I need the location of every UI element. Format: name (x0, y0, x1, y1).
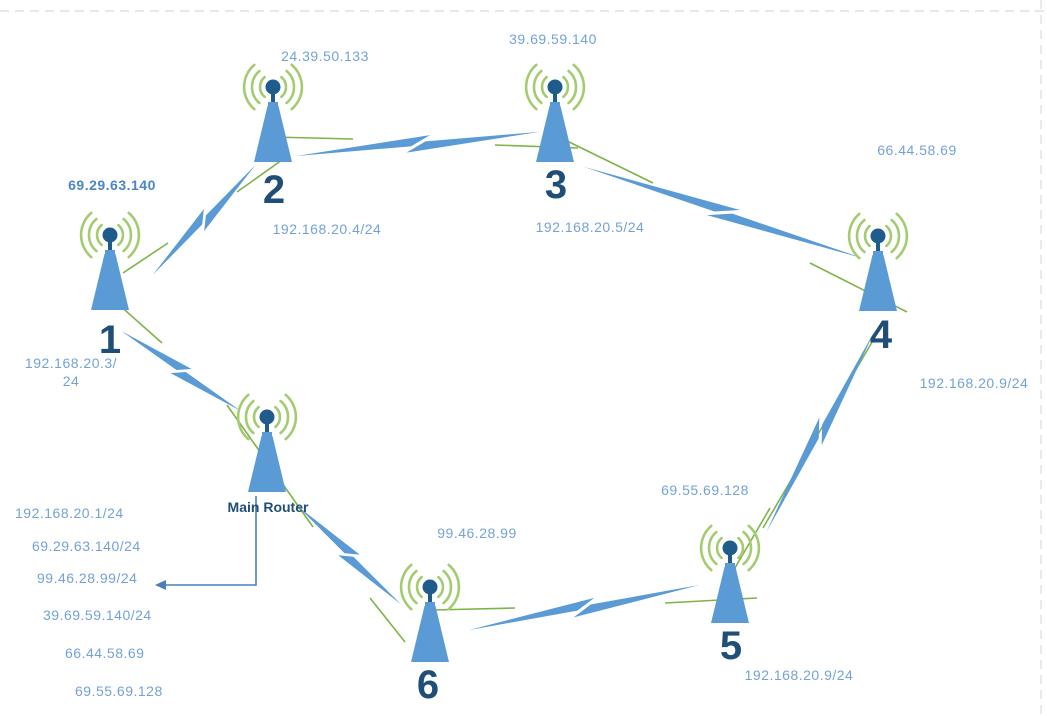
link-node3-node4-lightning-bolt-icon (582, 155, 865, 270)
node-2-public-ip-label: 24.39.50.133 (281, 48, 369, 64)
node-6-number-label: 6 (416, 663, 440, 707)
node-5-radio-antenna-icon (699, 524, 761, 625)
node-4-number-label: 4 (869, 313, 893, 357)
ip-list-item: 192.168.20.1/24 (15, 505, 124, 521)
signal-beam-lines (116, 136, 908, 643)
signal-beam-line (122, 242, 169, 274)
ip-list-item: 69.29.63.140/24 (32, 538, 141, 554)
signal-beam-line (562, 138, 654, 184)
node-1-radio-antenna-icon (79, 211, 141, 312)
node-6-radio-antenna-icon (399, 563, 461, 664)
link-node2-node3-lightning-bolt-icon (295, 127, 541, 160)
node-4-subnet-label: 192.168.20.9/24 (919, 375, 1029, 391)
left-arrow-icon (155, 580, 166, 590)
node-2-number-label: 2 (262, 168, 286, 212)
ip-list-item: 66.44.58.69 (65, 645, 145, 661)
node-3-number-label: 3 (544, 163, 568, 207)
node-1-number-label: 1 (98, 318, 122, 362)
link-node6-mainrouter-lightning-bolt-icon (294, 497, 404, 613)
ip-list-item: 39.69.59.140/24 (43, 607, 152, 623)
node-5-public-ip-label: 69.55.69.128 (661, 482, 749, 498)
link-node1-mainrouter-lightning-bolt-icon (119, 321, 244, 421)
node-3-public-ip-label: 39.69.59.140 (509, 31, 597, 47)
antenna-nodes (79, 63, 909, 664)
node-1-public-ip-label: 69.29.63.140 (68, 177, 156, 193)
node-5-subnet-label: 192.168.20.9/24 (744, 667, 854, 683)
signal-beam-line (369, 597, 406, 643)
node-4-radio-antenna-icon (847, 212, 909, 313)
node-3-subnet-label: 192.168.20.5/24 (535, 219, 645, 235)
node-2-subnet-label: 192.168.20.4/24 (272, 221, 382, 237)
main-router-radio-antenna-icon (236, 393, 298, 494)
ip-list-item: 69.55.69.128 (75, 683, 163, 699)
ip-list-item: 99.46.28.99/24 (37, 570, 138, 586)
node-5-number-label: 5 (719, 624, 743, 668)
node-6-public-ip-label: 99.46.28.99 (437, 525, 517, 541)
signal-beam-line (236, 159, 283, 193)
node-1-subnet-label: 192.168.20.3/24 (24, 355, 118, 389)
link-node1-node2-lightning-bolt-icon (144, 162, 264, 278)
wireless-links (119, 127, 885, 635)
node-2-radio-antenna-icon (242, 63, 304, 164)
node-4-public-ip-label: 66.44.58.69 (877, 142, 957, 158)
main-router-label: Main Router (227, 499, 309, 515)
signal-beam-line (432, 607, 516, 611)
pointer-line (162, 496, 257, 586)
main-router-ip-pointer (155, 496, 257, 590)
